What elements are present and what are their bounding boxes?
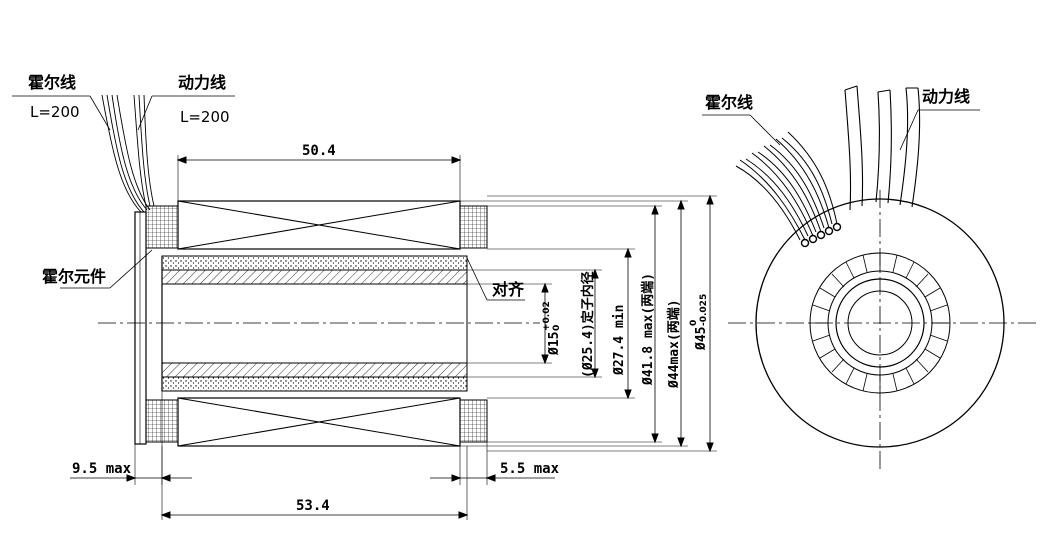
rotor-outer <box>835 278 925 368</box>
dim-d45: Ø45 <box>694 327 709 351</box>
dim-right-max: 5.5 max <box>500 461 560 477</box>
power-wire-label: 动力线 <box>178 73 226 92</box>
magnet-bottom <box>161 376 468 392</box>
dim-d44: Ø44max(两端) <box>666 299 682 389</box>
stator-teeth <box>810 253 950 393</box>
rotor-yoke-top <box>161 269 468 285</box>
magnet-top <box>161 255 468 271</box>
end-block-bottom-right <box>459 399 488 443</box>
power-wire-length: L=200 <box>180 108 230 126</box>
hall-wire-label: 霍尔线 <box>28 73 76 92</box>
hall-element-label: 霍尔元件 <box>42 267 106 286</box>
dim-d15-tol-lower: 0 <box>552 325 562 331</box>
power-wire-label-right: 动力线 <box>922 87 970 106</box>
rotor-inner <box>847 290 913 356</box>
hall-wire-label-right: 霍尔线 <box>705 93 753 112</box>
dim-top-length: 50.4 <box>302 143 336 159</box>
dim-d45-tol-upper: 0 <box>689 320 699 326</box>
hall-block-top <box>145 205 179 249</box>
dim-left-max: 9.5 max <box>72 461 132 477</box>
dim-d274: Ø27.4 min <box>612 305 627 376</box>
align-label: 对齐 <box>492 280 525 299</box>
outer-housing <box>755 198 1005 448</box>
hall-end-plate <box>134 211 147 445</box>
dim-d15: Ø15 <box>547 332 562 356</box>
hall-wire-length: L=200 <box>30 103 80 121</box>
side-section-view <box>12 94 717 520</box>
dim-d254: (Ø25.4)定子内径 <box>580 271 596 378</box>
end-view <box>702 85 1040 470</box>
dim-bottom-length: 53.4 <box>296 498 330 514</box>
dim-d418: Ø41.8 max(两端) <box>640 273 656 386</box>
dim-d45-tol-lower: -0.025 <box>699 294 709 326</box>
dim-d15-tol-upper: +0.02 <box>542 301 552 331</box>
rotor-yoke-bottom <box>161 362 468 378</box>
end-block-top-right <box>459 205 488 249</box>
